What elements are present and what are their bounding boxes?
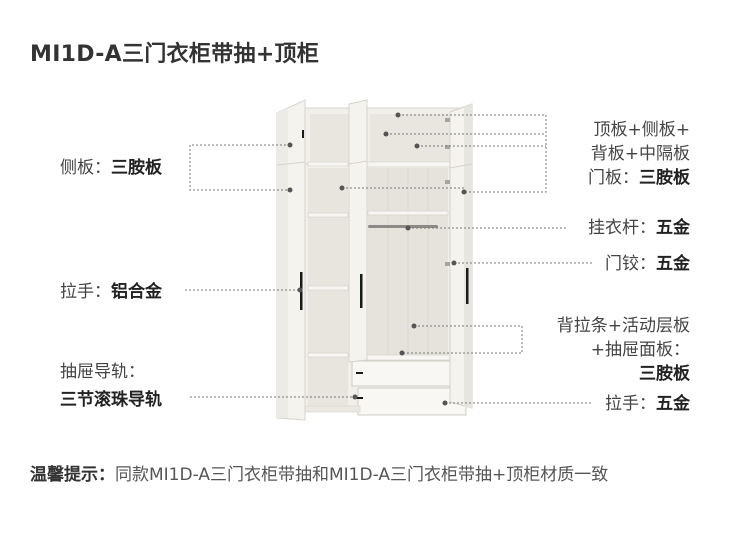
label-handle-left-value: 铝合金 [111,282,162,302]
label-back-strip-line2: +抽屉面板： [590,340,690,360]
label-side-panel: 侧板：三胺板 [60,156,162,180]
wardrobe-illustration [276,99,473,421]
label-side-panel-value: 三胺板 [111,158,162,178]
label-hinge-prefix: 门铰： [605,254,656,274]
label-hinge-value: 五金 [656,254,690,274]
leader-dots [287,112,467,406]
label-back-strip: 背拉条+活动层板 +抽屉面板： 三胺板 [557,314,690,386]
label-drawer-rail: 抽屉导轨： 三节滚珠导轨 [60,360,162,412]
warm-tip-label: 温馨提示： [30,465,115,485]
warm-tip-note: 温馨提示：同款MI1D-A三门衣柜带抽和MI1D-A三门衣柜带抽+顶柜材质一致 [30,460,720,490]
label-back-strip-line1: 背拉条+活动层板 [556,316,690,336]
label-hanging-rod: 挂衣杆：五金 [588,216,690,240]
label-handle-right: 拉手：五金 [605,392,690,416]
page-title: MI1D-A三门衣柜带抽+顶柜 [30,42,320,67]
label-door-panel-value: 三胺板 [639,168,690,188]
label-panels-line2: 背板+中隔板 [590,144,690,164]
label-handle-left-prefix: 拉手： [60,282,111,302]
label-side-panel-prefix: 侧板： [60,158,111,178]
label-hinge: 门铰：五金 [605,252,690,276]
label-door-panel: 门板：三胺板 [588,166,690,190]
label-panels: 顶板+侧板+ 背板+中隔板 门板：三胺板 [588,118,690,190]
warm-tip-text: 同款MI1D-A三门衣柜带抽和MI1D-A三门衣柜带抽+顶柜材质一致 [115,465,609,485]
label-panels-line1: 顶板+侧板+ [593,120,691,140]
label-handle-left: 拉手：铝合金 [60,280,162,304]
label-back-strip-value: 三胺板 [639,364,690,384]
label-hanging-rod-value: 五金 [656,218,690,238]
label-hanging-rod-prefix: 挂衣杆： [588,218,656,238]
label-door-panel-prefix: 门板： [588,168,639,188]
label-handle-right-value: 五金 [656,394,690,414]
label-handle-right-prefix: 拉手： [605,394,656,414]
leader-lines [185,114,592,404]
label-drawer-rail-line2: 三节滚珠导轨 [60,390,162,410]
label-drawer-rail-line1: 抽屉导轨： [60,362,145,382]
